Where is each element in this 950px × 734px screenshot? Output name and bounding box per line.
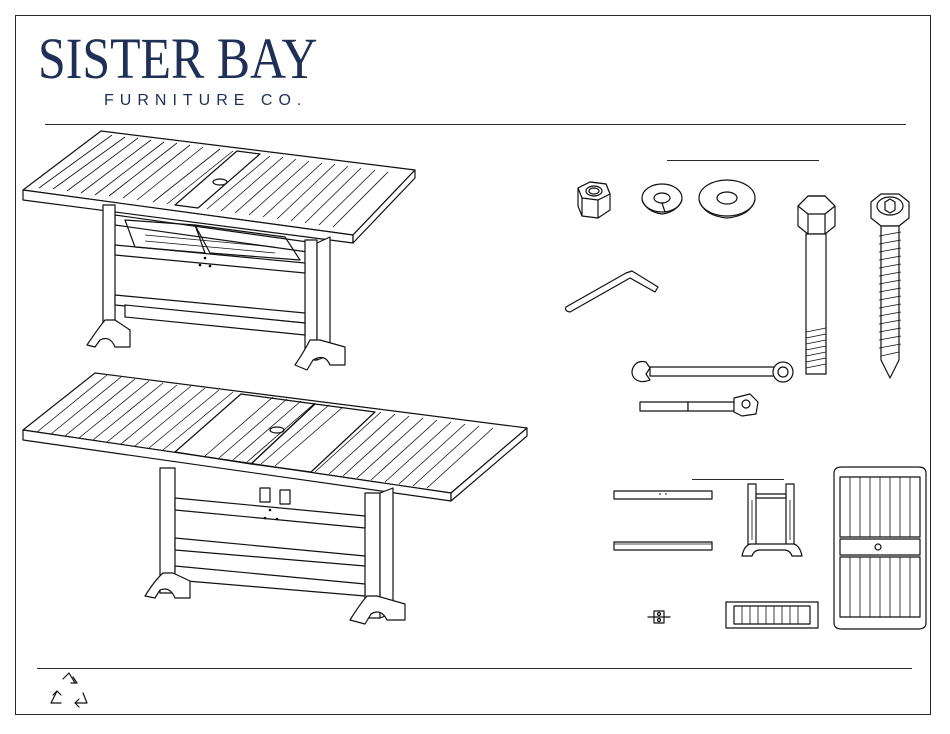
brand-name: SISTER BAY bbox=[38, 30, 318, 88]
leg-frame-part bbox=[738, 480, 808, 560]
lag-screw-icon bbox=[865, 190, 915, 380]
allen-key-icon bbox=[560, 265, 670, 315]
hex-bolt-icon bbox=[793, 192, 843, 382]
table-top-panel-part bbox=[830, 463, 930, 633]
long-rail-part bbox=[610, 487, 720, 507]
hardware-heading-line bbox=[667, 160, 819, 161]
lock-washer-icon bbox=[637, 180, 687, 220]
brand-logo: SISTER BAY FURNITURE CO. bbox=[38, 30, 363, 88]
table-extended-illustration bbox=[15, 368, 535, 628]
recycle-icon bbox=[49, 671, 89, 711]
flat-washer-icon bbox=[694, 176, 764, 226]
footer-divider bbox=[37, 668, 912, 669]
bracket-clip-part bbox=[646, 608, 676, 628]
table-closed-illustration bbox=[15, 125, 445, 385]
brand-subtitle: FURNITURE CO. bbox=[104, 92, 307, 110]
ratchet-wrench-icon bbox=[638, 392, 768, 422]
leaf-insert-part bbox=[722, 598, 822, 633]
combination-wrench-icon bbox=[628, 358, 798, 388]
hex-nut-icon bbox=[570, 176, 620, 226]
short-rail-part bbox=[610, 538, 720, 558]
